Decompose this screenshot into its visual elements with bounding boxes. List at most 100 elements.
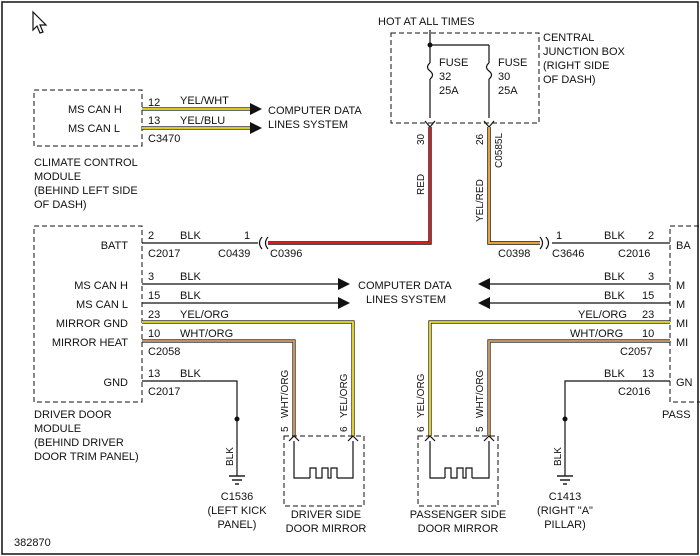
yel-org-wire	[142, 321, 354, 436]
svg-text:23: 23	[148, 309, 160, 321]
svg-text:25A: 25A	[498, 85, 518, 97]
pin-26: 26	[475, 133, 486, 145]
connector-c3470: C3470	[148, 133, 180, 145]
svg-text:(RIGHT "A": (RIGHT "A"	[537, 505, 593, 517]
svg-text:YEL/ORG: YEL/ORG	[180, 309, 229, 321]
svg-text:COMPUTER DATA: COMPUTER DATA	[268, 105, 362, 117]
svg-text:LINES SYSTEM: LINES SYSTEM	[366, 294, 446, 306]
svg-text:32: 32	[439, 71, 451, 83]
svg-text:DOOR MIRROR: DOOR MIRROR	[418, 523, 499, 535]
heater-element-icon	[309, 467, 338, 479]
arrow-icon	[338, 297, 350, 309]
driver-module-label: DRIVER DOOR MODULE (BEHIND DRIVER DOOR T…	[34, 409, 139, 463]
svg-text:FUSE: FUSE	[498, 57, 527, 69]
red-wire	[268, 127, 431, 244]
fuse-32-symbol	[426, 62, 434, 80]
ground-right-label: C1413 (RIGHT "A" PILLAR)	[537, 491, 593, 531]
svg-text:BLK: BLK	[180, 368, 201, 380]
svg-text:3: 3	[148, 271, 154, 283]
ground-left-wire-label: BLK	[225, 447, 236, 466]
yel-wht-label: YEL/WHT	[180, 95, 229, 107]
svg-text:(BEHIND LEFT SIDE: (BEHIND LEFT SIDE	[34, 185, 138, 197]
wht-org-wire	[142, 340, 295, 436]
pass-yel-org-wire	[429, 321, 670, 436]
svg-text:3: 3	[648, 271, 654, 283]
arrow-icon	[250, 122, 262, 134]
svg-text:PANEL): PANEL)	[218, 519, 257, 531]
climate-ms-can-l: MS CAN L	[68, 123, 120, 135]
central-junction-box	[390, 32, 540, 124]
ground-symbol-icon	[229, 475, 245, 485]
diagram-id: 382870	[14, 537, 51, 549]
svg-text:BLK: BLK	[180, 230, 201, 242]
connector-c3646: C3646	[552, 248, 584, 260]
svg-text:BLK: BLK	[180, 271, 201, 283]
hot-at-all-times-label: HOT AT ALL TIMES	[378, 16, 475, 28]
svg-text:13: 13	[148, 115, 160, 127]
center-cdl-label: COMPUTER DATA LINES SYSTEM	[358, 280, 452, 306]
cjb-label: CENTRAL JUNCTION BOX (RIGHT SIDE OF DASH…	[543, 32, 626, 86]
fuse-30-label: FUSE 30 25A	[498, 57, 527, 97]
passenger-door-module	[669, 225, 700, 403]
pass-module-label: PASS	[662, 409, 691, 421]
pass-mirror-yel-org-label: YEL/ORG	[416, 373, 427, 418]
svg-text:DOOR TRIM PANEL): DOOR TRIM PANEL)	[34, 451, 139, 463]
pass-ms-can-h: M	[676, 280, 685, 292]
climate-ms-can-h: MS CAN H	[68, 104, 122, 116]
arrow-icon	[478, 297, 490, 309]
svg-text:25A: 25A	[439, 85, 459, 97]
arrow-icon	[338, 278, 350, 290]
pass-mirror-heat: MI	[676, 337, 688, 349]
driver-batt: BATT	[101, 240, 129, 252]
ground-right-wire-label: BLK	[553, 447, 564, 466]
climate-control-module	[33, 89, 143, 147]
svg-text:10: 10	[148, 328, 160, 340]
svg-text:BLK: BLK	[604, 230, 625, 242]
climate-cdl-label: COMPUTER DATA LINES SYSTEM	[268, 105, 362, 131]
connector-c0439: C0439	[218, 248, 250, 260]
mouse-pointer-icon	[32, 10, 48, 34]
svg-text:BLK: BLK	[180, 290, 201, 302]
driver-gnd: GND	[104, 377, 129, 389]
svg-text:PILLAR): PILLAR)	[544, 519, 586, 531]
red-wire-label: RED	[416, 174, 427, 195]
svg-text:15: 15	[148, 290, 160, 302]
svg-text:FUSE: FUSE	[439, 57, 468, 69]
svg-text:MODULE: MODULE	[34, 171, 81, 183]
svg-text:6: 6	[416, 426, 427, 432]
svg-text:CLIMATE CONTROL: CLIMATE CONTROL	[34, 157, 138, 169]
svg-text:13: 13	[148, 368, 160, 380]
arrow-icon	[478, 278, 490, 290]
driver-mirror-wht-org-label: WHT/ORG	[280, 369, 291, 418]
svg-text:6: 6	[339, 426, 350, 432]
svg-text:5: 5	[475, 426, 486, 432]
connector-c2017-gnd: C2017	[148, 386, 180, 398]
driver-mirror-heat: MIRROR HEAT	[52, 337, 128, 349]
connector-c2017: C2017	[148, 248, 180, 260]
connector-c2016-gnd: C2016	[618, 386, 650, 398]
svg-text:(LEFT KICK: (LEFT KICK	[207, 505, 267, 517]
pass-gnd: GN	[676, 377, 693, 389]
connector-c0585l: C0585L	[494, 133, 505, 168]
svg-text:C1413: C1413	[549, 491, 581, 503]
connector-c0398: C0398	[498, 248, 530, 260]
svg-text:5: 5	[280, 426, 291, 432]
svg-text:JUNCTION BOX: JUNCTION BOX	[543, 46, 626, 58]
connector-c2058: C2058	[148, 346, 180, 358]
ground-left-label: C1536 (LEFT KICK PANEL)	[207, 491, 267, 531]
svg-text:OF DASH): OF DASH)	[34, 199, 87, 211]
svg-text:23: 23	[642, 309, 654, 321]
arrow-icon	[250, 103, 262, 115]
svg-text:30: 30	[498, 71, 510, 83]
svg-text:DRIVER DOOR: DRIVER DOOR	[34, 409, 112, 421]
yel-blu-label: YEL/BLU	[180, 115, 225, 127]
pass-wht-org-wire	[488, 340, 670, 436]
driver-ms-can-l: MS CAN L	[76, 299, 128, 311]
driver-mirror-label: DRIVER SIDE DOOR MIRROR	[286, 509, 367, 535]
connector-icon	[258, 236, 269, 250]
svg-text:DOOR MIRROR: DOOR MIRROR	[286, 523, 367, 535]
svg-text:BLK: BLK	[604, 290, 625, 302]
pass-mirror-label: PASSENGER SIDE DOOR MIRROR	[410, 509, 506, 535]
